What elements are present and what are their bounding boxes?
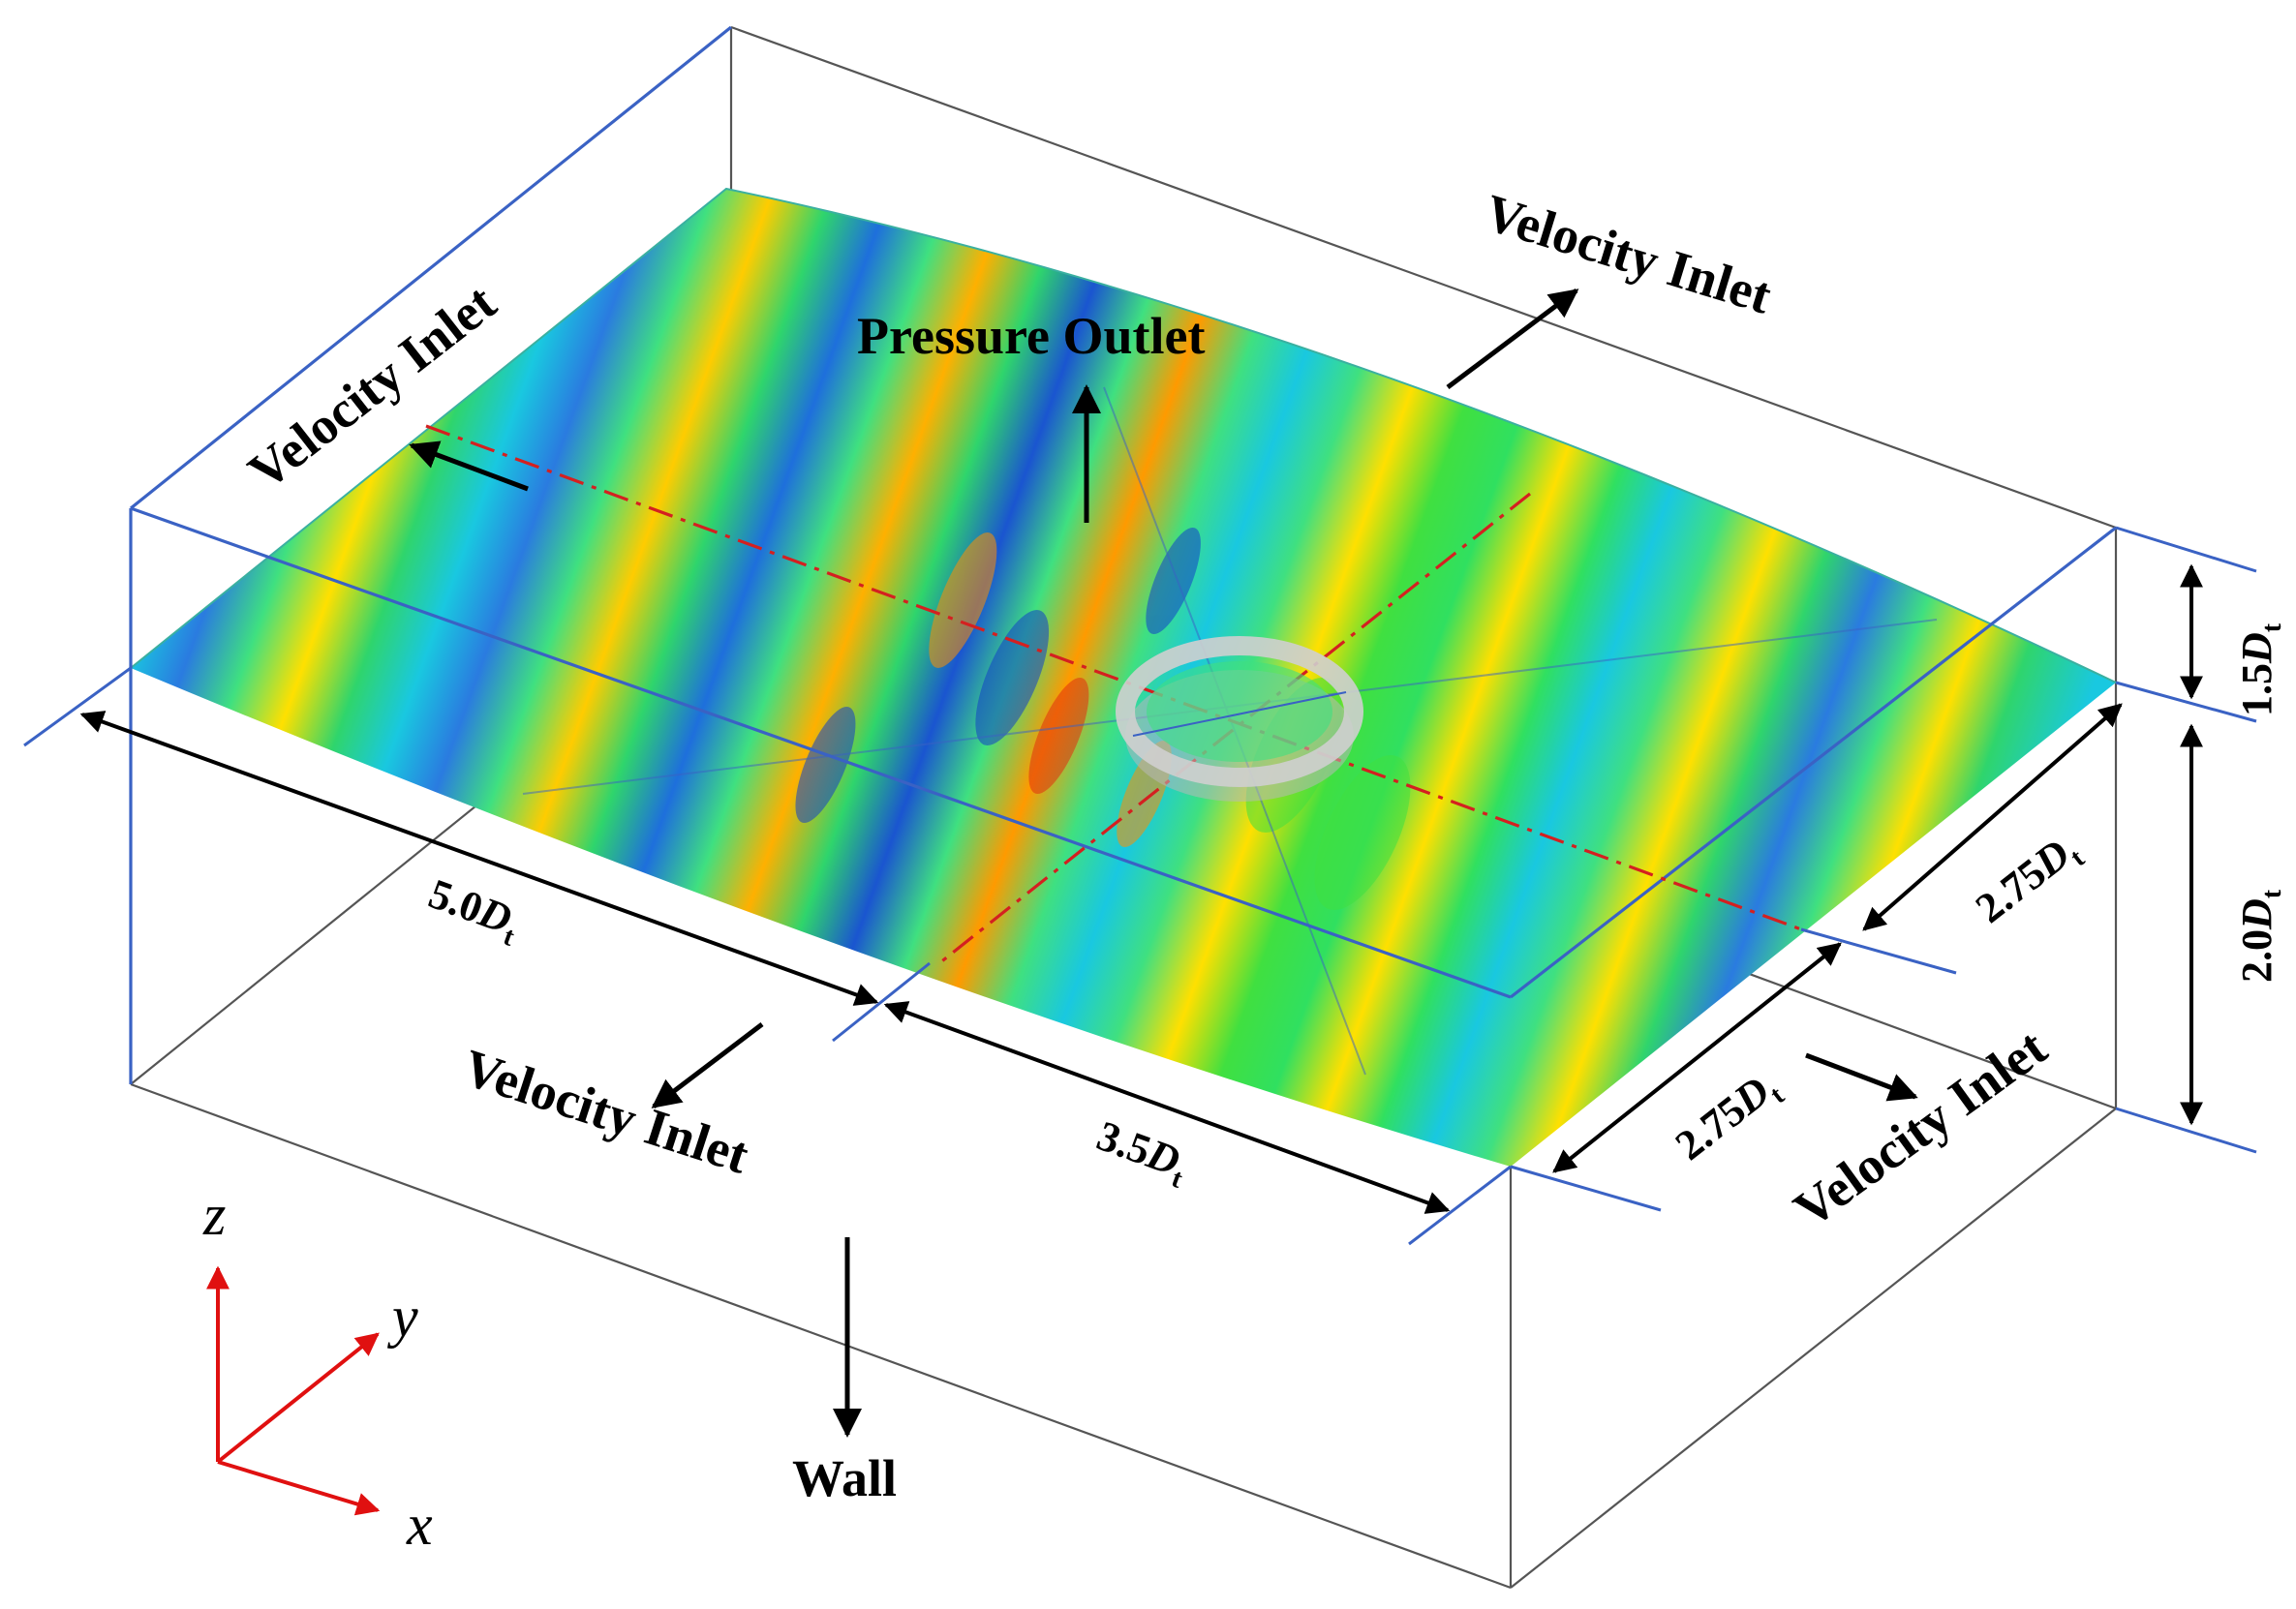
dim-label-length-left: 5.0Dt	[420, 869, 527, 953]
dimension-extension-lines	[23, 526, 2257, 1246]
axis-label-z: z	[202, 1183, 226, 1247]
coordinate-axes: z y x	[202, 1183, 433, 1557]
label-velocity-inlet-back: Velocity Inlet	[1478, 183, 1778, 325]
tank-ring	[1116, 636, 1363, 802]
label-pressure-outlet: Pressure Outlet	[857, 307, 1205, 365]
axis-label-x: x	[406, 1493, 433, 1557]
dim-label-height-top: 1.5Dt	[2233, 622, 2287, 716]
label-velocity-inlet-right: Velocity Inlet	[1784, 1018, 2057, 1239]
dim-label-height-bottom: 2.0Dt	[2233, 889, 2287, 983]
dim-label-width-front: 2.75Dt	[1667, 1061, 1791, 1174]
dim-label-length-right: 3.5Dt	[1088, 1111, 1195, 1195]
label-wall: Wall	[792, 1449, 897, 1507]
label-velocity-inlet-front: Velocity Inlet	[456, 1038, 755, 1184]
axis-label-y: y	[386, 1285, 418, 1349]
domain-centerlines	[425, 424, 1802, 965]
dim-label-width-back: 2.75Dt	[1967, 824, 2091, 937]
dimension-arrows	[79, 563, 2203, 1214]
free-surface-outline	[130, 187, 2117, 683]
boundary-arrows	[409, 288, 1918, 1438]
